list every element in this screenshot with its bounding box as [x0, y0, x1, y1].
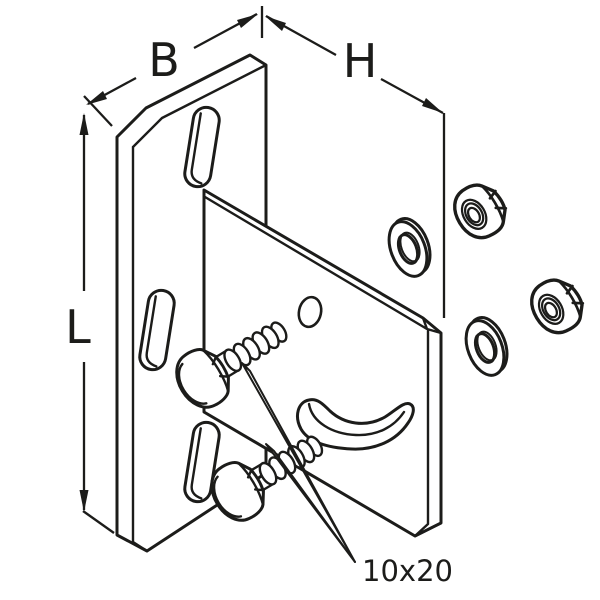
leader-spike-lower [265, 443, 356, 563]
dimension-h-label: H [343, 34, 378, 88]
dimension-b: B [83, 6, 264, 127]
bolt-size-label: 10x20 [362, 554, 453, 588]
hex-nut-upper-icon [444, 174, 516, 248]
dimension-l: L [65, 113, 115, 534]
curved-slot [296, 398, 415, 451]
washer-lower-icon [456, 310, 517, 383]
round-hole [297, 295, 323, 329]
front-plate [202, 188, 443, 538]
arrowhead [79, 490, 89, 512]
arrowhead [79, 113, 89, 135]
dimension-b-label: B [148, 33, 180, 87]
arrowhead [422, 98, 443, 113]
arrowhead [237, 14, 258, 28]
dimension-h: H [265, 14, 446, 318]
arrowhead [86, 91, 107, 105]
callout-bolt-size: 10x20 [241, 362, 453, 588]
hex-nut-lower-icon [521, 269, 593, 343]
leader-spike-upper [241, 362, 356, 563]
dimension-l-label: L [65, 300, 91, 354]
washer-upper-icon [379, 211, 440, 284]
arrowhead [265, 16, 286, 31]
